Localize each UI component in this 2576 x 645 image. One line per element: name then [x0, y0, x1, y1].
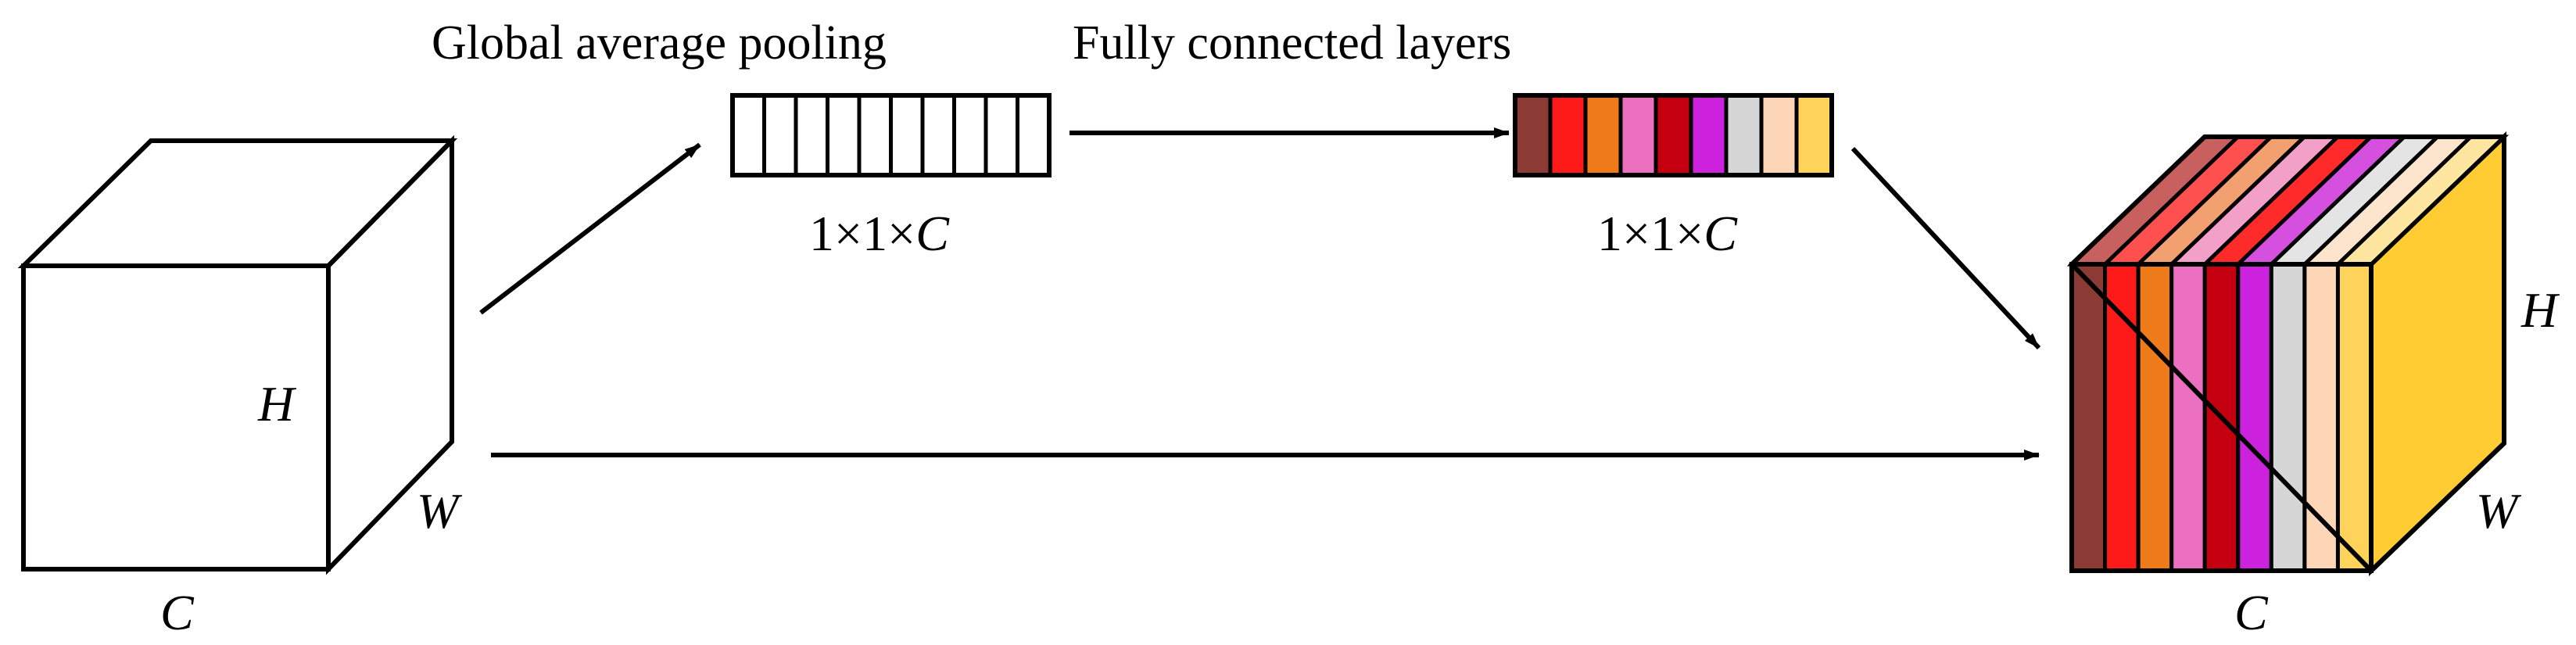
output-w-label: W [2476, 483, 2522, 539]
output-front-slice [2169, 262, 2207, 573]
arrow-to-pooling [479, 142, 701, 315]
pooled-vector [730, 93, 1052, 177]
weight-vector-outline [1513, 93, 1834, 177]
weight-cell [1618, 93, 1658, 177]
weight-cell [1759, 93, 1799, 177]
pooled-dim-label: 1×1×C [809, 206, 950, 261]
weight-cell [1548, 93, 1588, 177]
output-front-slice [2302, 262, 2340, 573]
input-cube-side-face [326, 134, 454, 575]
weight-cell [1689, 93, 1729, 177]
output-c-label: C [2234, 585, 2269, 640]
output-front-slice [2069, 262, 2108, 573]
weight-cell [1513, 93, 1553, 177]
output-front-slice [2136, 262, 2174, 573]
weight-cell [1724, 93, 1764, 177]
weight-cell [1794, 93, 1834, 177]
input-w-label: W [417, 483, 463, 539]
output-cube [2066, 131, 2510, 577]
output-h-label: H [2520, 282, 2560, 338]
output-front-slice [2236, 262, 2273, 573]
output-cube-front-outline [2069, 262, 2374, 573]
fc-label: Fully connected layers [1073, 16, 1511, 70]
input-c-label: C [160, 585, 195, 640]
input-h-label: H [257, 376, 297, 432]
weight-vector [1513, 93, 1834, 177]
arrow-to-scale [1850, 146, 2041, 350]
gap-label: Global average pooling [432, 16, 887, 70]
weight-cell [1583, 93, 1623, 177]
output-front-slice [2335, 262, 2374, 573]
weight-cell [1653, 93, 1693, 177]
weight-dim-label: 1×1×C [1597, 206, 1738, 261]
output-cube-outline [2068, 134, 2506, 575]
output-front-slice [2103, 262, 2141, 573]
input-cube: H W C [17, 134, 463, 640]
output-front-slice [2269, 262, 2307, 573]
